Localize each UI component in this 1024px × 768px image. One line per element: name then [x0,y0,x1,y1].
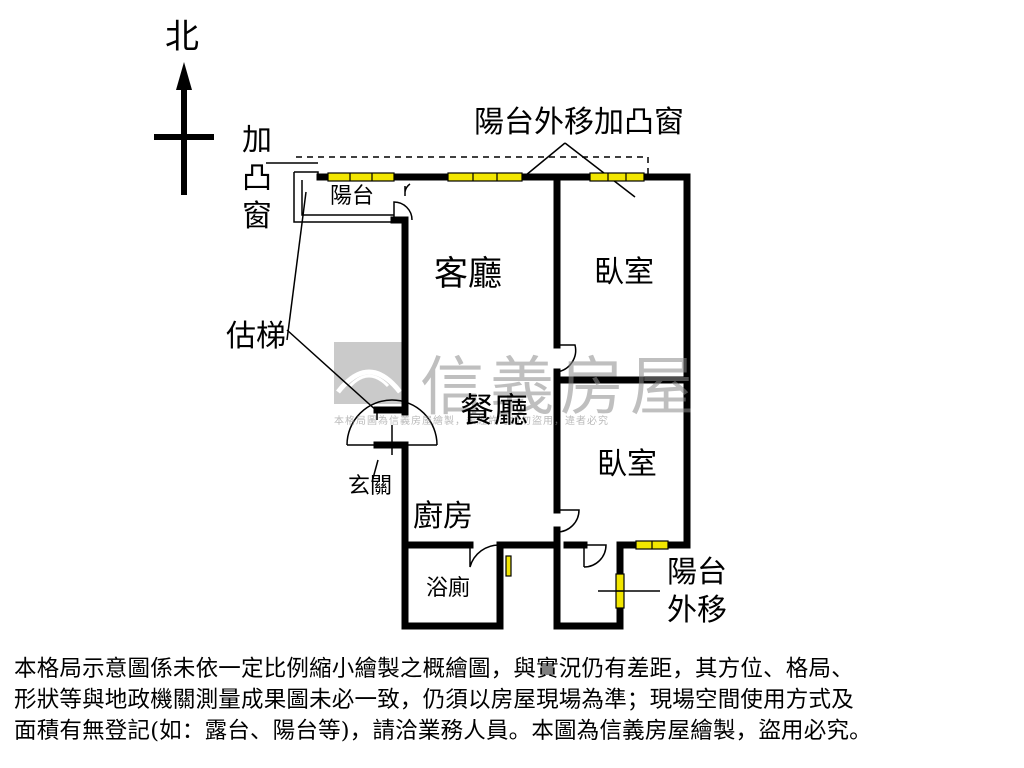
balcony-extension-dashed-outline [296,156,649,178]
balcony-moved-label-line1: 陽台 [667,555,727,590]
bay-window-char: 加 [242,123,272,158]
room-label-balcony: 陽台 [330,184,375,209]
room-label-living: 客廳 [434,254,502,294]
balcony-label-leaders [519,142,636,198]
north-arrow-icon [154,62,214,195]
watermark-notice: 本格局圖為信義房屋繪製，未經許可請勿盜用，違者必究 [334,416,609,427]
room-label-entrance: 玄關 [348,474,393,499]
balcony-moved-label-line2: 外移 [667,593,727,628]
bay-window-char: 凸 [242,161,272,196]
room-label-kitchen: 廚房 [413,499,473,534]
stairs-leader [286,191,379,483]
balcony-outline [293,171,394,223]
disclaimer-text: 本格局示意圖係未依一定比例縮小繪製之概繪圖，與實況仍有差距，其方位、格局、 形狀… [14,654,1014,747]
disclaimer-line: 形狀等與地政機關測量成果圖未必一致，仍須以房屋現場為準；現場空間使用方式及 [14,687,854,713]
watermark-logo-icon [334,342,404,404]
room-label-dining: 餐廳 [460,391,528,431]
balcony-moved-bay-label: 陽台外移加凸窗 [474,105,684,140]
compass-north-label: 北 [165,17,199,57]
disclaimer-line: 本格局示意圖係未依一定比例縮小繪製之概繪圖，與實況仍有差距，其方位、格局、 [14,656,854,682]
room-label-bedroom-top: 臥室 [594,255,654,290]
stairs-label: 估梯 [226,319,286,354]
room-label-bedroom-bottom: 臥室 [597,447,657,482]
disclaimer-line: 面積有無登記(如：露台、陽台等)，請洽業務人員。本圖為信義房屋繪製，盜用必究。 [14,718,872,744]
bay-window-char: 窗 [242,199,272,234]
doors [346,183,607,568]
bay-window-label: 加 凸 窗 [240,122,274,236]
watermark-brand: 信義房屋 [420,351,700,425]
room-label-bathroom: 浴廁 [426,576,471,601]
